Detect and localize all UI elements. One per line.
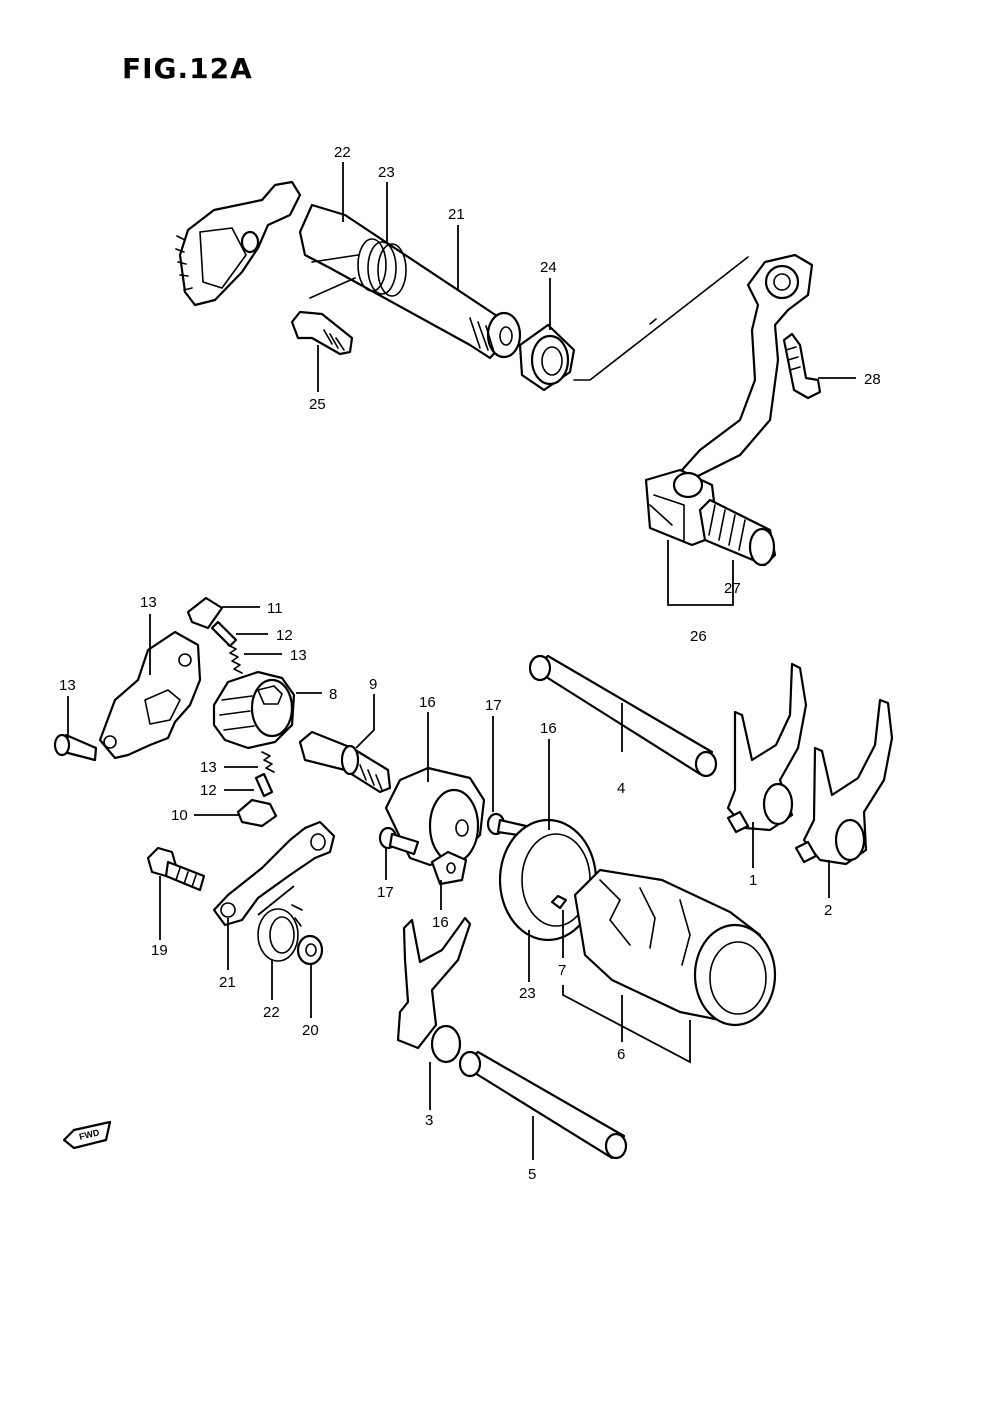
- leader-lines: [67, 162, 856, 1160]
- shaft-to-lever-dash-line: [573, 256, 749, 381]
- callout-24: 21: [448, 206, 465, 223]
- part-22-spring: [257, 904, 303, 962]
- callout-27: 24: [540, 259, 557, 276]
- part-28-bolt: [290, 310, 354, 356]
- callout-16-upper: 16: [540, 720, 557, 737]
- callout-16-lower: 16: [432, 914, 449, 931]
- callout-19: 19: [151, 942, 168, 959]
- part-4-fork-shaft: [528, 654, 718, 778]
- part-10-pawl: [236, 798, 278, 828]
- figure-title: FIG.12A: [122, 52, 253, 85]
- callout-20: 20: [302, 1022, 319, 1039]
- callout-8: 8: [329, 686, 337, 703]
- callout-17-upper: 17: [485, 697, 502, 714]
- callout-7: 7: [558, 962, 566, 979]
- callout-31: 28: [864, 371, 881, 388]
- part-9-cam-guide-bolt: [298, 730, 392, 794]
- callout-9: 9: [369, 676, 377, 693]
- part-26-return-spring: [309, 238, 407, 299]
- part-13-spring-lower: [261, 751, 275, 773]
- fwd-label: FWD: [78, 1127, 101, 1142]
- callout-17-lower: 17: [377, 884, 394, 901]
- callout-12-upper: 12: [276, 627, 293, 644]
- fwd-arrow-icon: FWD: [62, 1120, 112, 1150]
- part-12-pin-lower: [254, 772, 274, 798]
- callout-4: 4: [617, 780, 625, 797]
- part-21-shift-arm: [212, 820, 336, 927]
- part-12-pin-upper: [210, 620, 238, 648]
- callout-18: 16: [419, 694, 436, 711]
- callout-15: 13: [59, 677, 76, 694]
- callout-13-lower: 13: [200, 759, 217, 776]
- callout-22: 22: [263, 1004, 280, 1021]
- callout-10: 10: [171, 807, 188, 824]
- callout-12-lower: 12: [200, 782, 217, 799]
- callout-5: 5: [528, 1166, 536, 1183]
- part-27-oil-seal: [518, 323, 576, 392]
- callout-21: 21: [219, 974, 236, 991]
- part-20-washer: [296, 934, 324, 966]
- callout-labels: 22 23 21 24 25 28 27 26 13 11 12 13 13 8…: [59, 144, 881, 1183]
- part-2-shift-fork: [794, 698, 894, 866]
- callout-25: 22: [334, 144, 351, 161]
- part-31-lever-bolt: [782, 332, 822, 400]
- part-1-shift-fork: [726, 662, 808, 834]
- callout-30: 27: [724, 580, 741, 597]
- callout-29: 26: [690, 628, 707, 645]
- part-15-screw: [53, 733, 98, 762]
- callout-23: 23: [519, 985, 536, 1002]
- callout-26: 23: [378, 164, 395, 181]
- part-13-spring-upper: [227, 644, 243, 674]
- part-17-screw-lower: [378, 826, 420, 856]
- callout-14: 13: [140, 594, 157, 611]
- callout-13-upper: 13: [290, 647, 307, 664]
- callout-11: 11: [267, 600, 283, 617]
- callout-6: 6: [617, 1046, 625, 1063]
- callout-2: 2: [824, 902, 832, 919]
- part-16-washer-lower: [430, 850, 468, 886]
- callout-3: 3: [425, 1112, 433, 1129]
- part-11-pawl: [186, 596, 224, 630]
- callout-28: 25: [309, 396, 326, 413]
- part-25-gearshift-arm: [175, 180, 302, 307]
- part-5-fork-shaft: [458, 1050, 628, 1160]
- part-29-gearshift-lever: [644, 253, 814, 547]
- part-30-footrest-rubber: [698, 498, 777, 567]
- part-8-gear-shift-cam-driven-gear: [212, 670, 296, 750]
- part-6-gear-shift-cam: [550, 868, 777, 1027]
- callout-1: 1: [749, 872, 757, 889]
- part-3-shift-fork: [396, 916, 472, 1064]
- part-19-bolt: [146, 846, 206, 892]
- part-14-stopper-plate: [98, 630, 202, 760]
